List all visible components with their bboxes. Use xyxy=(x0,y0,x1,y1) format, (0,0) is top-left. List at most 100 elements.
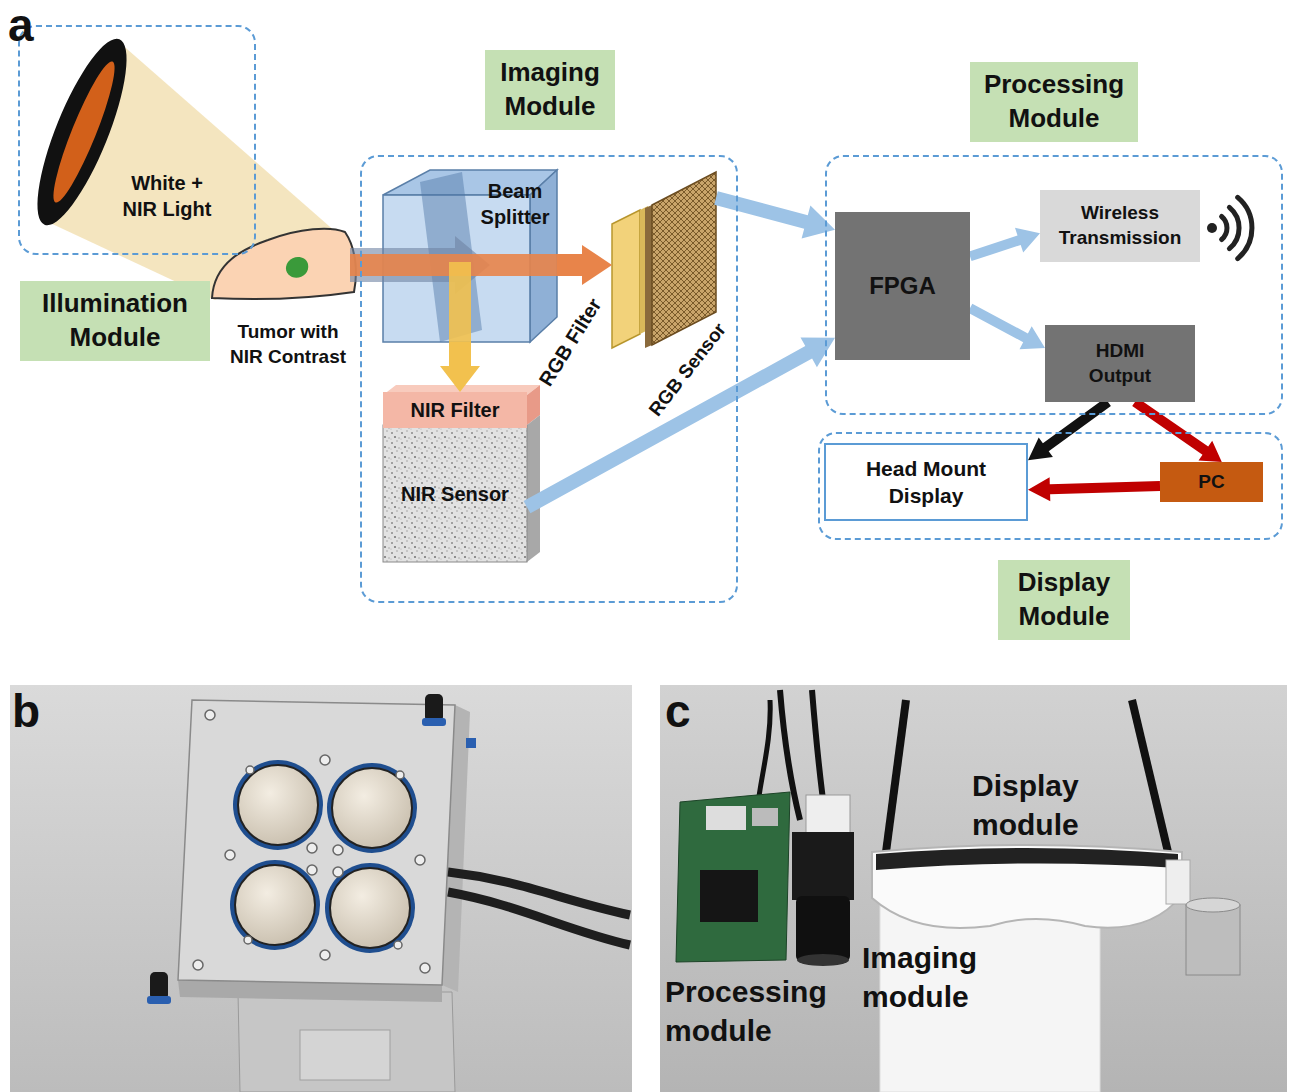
photo-panel-b-part xyxy=(325,863,415,953)
wireless-symbol-part xyxy=(1222,217,1227,240)
photo-panel-c-part xyxy=(797,954,849,966)
photo-panel-b-part-part xyxy=(333,867,343,877)
photo-panel-b-part-part xyxy=(394,941,402,949)
display-box: Head Mount Display xyxy=(824,443,1028,521)
photo-panel-c-part xyxy=(1132,700,1168,852)
lamp-illustration xyxy=(20,30,345,300)
photo-panel-b-part xyxy=(425,694,443,722)
photo-panel-b-part-part xyxy=(333,845,343,855)
photo-panel-c-part xyxy=(1186,898,1240,912)
tissue-illustration xyxy=(212,229,356,299)
rgb-filter: RGB Filter xyxy=(612,208,650,350)
photo-panel-b-part xyxy=(238,765,318,845)
box-label: NIR Sensor xyxy=(401,481,509,507)
module-region: Processing ModuleFPGAWireless Transmissi… xyxy=(825,155,1283,415)
panel-letter: c xyxy=(665,688,725,734)
photo-panel-b-part-part xyxy=(246,766,254,774)
photo-panel-c-part xyxy=(796,896,850,962)
box-label: HDMI Output xyxy=(1075,339,1165,388)
process-box: HDMI Output xyxy=(1045,325,1195,402)
box-label: FPGA xyxy=(869,270,936,301)
photo-panel-b-part-part xyxy=(420,963,430,973)
rgb-filter-slab xyxy=(612,206,648,348)
wireless-symbol-part xyxy=(1229,207,1239,248)
connector-arrow xyxy=(557,245,612,285)
box-label: Head Mount Display xyxy=(851,455,1001,510)
fpga-box: FPGA xyxy=(835,212,970,360)
photo-panel-c-part xyxy=(1186,905,1240,975)
photo-panel-b-part-part xyxy=(205,710,215,720)
component-label: RGB Filter xyxy=(534,294,605,390)
nir-sensor: NIR Sensor xyxy=(383,425,527,562)
box-label: Wireless Transmission xyxy=(1050,201,1190,250)
photo-panel-c-part xyxy=(1166,860,1190,904)
photo-panel-b-part xyxy=(330,868,410,948)
photo-panel-b-part-part xyxy=(193,960,203,970)
photo-panel-c-part xyxy=(660,685,1287,1092)
tissue-illustration-part xyxy=(286,257,308,278)
photo-label: Processing module xyxy=(665,972,865,1050)
photo-label: Display module xyxy=(972,766,1122,844)
light-path xyxy=(350,236,557,342)
lamp-illustration-part xyxy=(44,57,123,207)
photo-panel-c-part xyxy=(876,848,1178,870)
photo-panel-b-part xyxy=(10,685,632,1092)
connector-arrow xyxy=(440,342,480,392)
module-heading: Display Module xyxy=(998,560,1130,640)
photo-panel-b-part xyxy=(466,738,476,748)
photo-panel-b-part xyxy=(150,972,168,1000)
photo-panel-b-part xyxy=(238,992,455,1092)
box-label: NIR Filter xyxy=(411,397,500,423)
connector-arrow xyxy=(1132,398,1222,462)
connector-arrow xyxy=(968,228,1040,261)
photo-panel-c-part xyxy=(752,808,778,826)
panel-letter: a xyxy=(8,2,68,48)
tissue-illustration-part xyxy=(212,229,356,299)
wireless-symbol-part xyxy=(1238,197,1252,258)
photo-panel-c-part xyxy=(792,832,854,900)
photo-panel-b-part-part xyxy=(307,865,317,875)
photo-panel-c-part xyxy=(872,845,1182,928)
module-region: White + NIR LightIllumination Module xyxy=(18,25,256,255)
rgb-sensor-slab xyxy=(645,172,716,348)
component-label: RGB Sensor xyxy=(645,319,730,420)
photo-panel-b-part-part xyxy=(225,850,235,860)
photo-panel-b-part xyxy=(332,768,412,848)
wireless-symbol-part xyxy=(1207,223,1217,233)
module-heading: Processing Module xyxy=(970,62,1138,142)
component-label: Beam Splitter xyxy=(473,178,557,230)
process-box: Wireless Transmission xyxy=(1040,190,1200,262)
photo-panel-b-part xyxy=(327,763,417,853)
photo-panel-b-part xyxy=(147,996,171,1004)
photo-panel-b-part xyxy=(300,1030,390,1080)
annotation-label: Tumor with NIR Contrast xyxy=(222,320,354,369)
photo-panel-c-part xyxy=(758,700,770,805)
photo-panel-b-part-part xyxy=(415,855,425,865)
photo-panel-b-part xyxy=(193,710,440,973)
photo-panel-b-part xyxy=(235,865,315,945)
photo-panel-b-part xyxy=(230,860,320,950)
module-region: Imaging ModuleBeam SplitterRGB FilterRGB… xyxy=(360,155,738,603)
rgb-sensor-slab-part xyxy=(652,172,716,345)
component-label: White + NIR Light xyxy=(117,170,217,222)
pc-box: PC xyxy=(1160,462,1263,502)
photo-panel-b-part-part xyxy=(396,771,404,779)
module-heading: Illumination Module xyxy=(20,281,210,361)
photo-panel-b-part xyxy=(178,700,455,985)
light-path-part xyxy=(449,262,471,342)
connector-arrow xyxy=(714,191,835,238)
photo-panel-c-part xyxy=(886,700,906,852)
nir-sensor-block xyxy=(383,385,540,562)
photo-panel-b-part-part xyxy=(320,950,330,960)
rgb-filter-slab-part xyxy=(612,210,640,348)
module-heading: Imaging Module xyxy=(485,50,615,130)
connector-arrow xyxy=(1028,477,1160,501)
photo-label: Imaging module xyxy=(862,938,1012,1016)
photo-panel-b-part xyxy=(448,892,630,945)
beam-splitter: Beam Splitter xyxy=(383,170,557,342)
photo-panel-c-part xyxy=(700,870,758,922)
nir-sensor-block-part xyxy=(527,415,540,562)
